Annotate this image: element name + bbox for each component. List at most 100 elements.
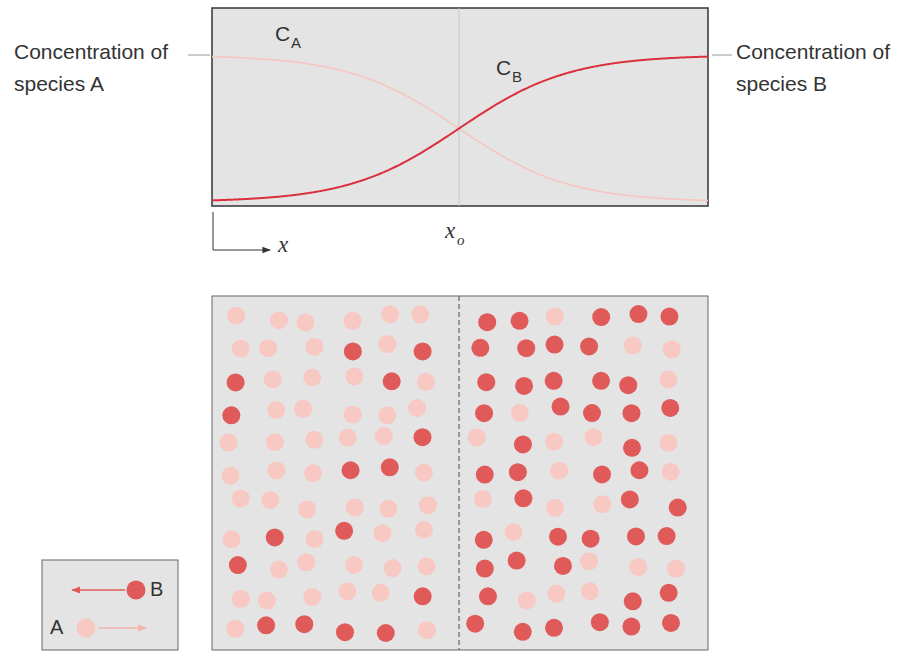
atom: [377, 624, 395, 642]
axis-tick: [213, 212, 214, 250]
atom: [384, 559, 402, 577]
curve-subscript: B: [512, 69, 522, 86]
atom: [550, 462, 568, 480]
atom: [336, 623, 354, 641]
atom: [475, 531, 493, 549]
atom: [581, 582, 599, 600]
atom: [222, 406, 240, 424]
atom: [232, 340, 250, 358]
atom: [514, 489, 532, 507]
legend-arrow: [98, 627, 146, 629]
atom: [580, 552, 598, 570]
atom: [298, 500, 316, 518]
atom: [667, 560, 685, 578]
atom: [552, 398, 570, 416]
atom: [303, 369, 321, 387]
atom: [222, 467, 240, 485]
atom: [662, 614, 680, 632]
legend-text: A: [50, 616, 63, 638]
atom: [266, 528, 284, 546]
atom: [582, 530, 600, 548]
atom: [413, 428, 431, 446]
leader-line: [712, 55, 732, 56]
atom: [259, 339, 277, 357]
atom: [297, 553, 315, 571]
atom: [624, 592, 642, 610]
atom: [303, 588, 321, 606]
atom: [474, 490, 492, 508]
position-label: x: [445, 218, 455, 243]
atom: [266, 433, 284, 451]
leader-line: [188, 55, 210, 56]
atom: [509, 463, 527, 481]
atom: [267, 461, 285, 479]
atom: [227, 373, 245, 391]
atom: [220, 434, 238, 452]
atom: [345, 556, 363, 574]
atom: [660, 584, 678, 602]
atom: [471, 339, 489, 357]
atom: [584, 428, 602, 446]
atom: [338, 582, 356, 600]
atom: [264, 370, 282, 388]
atom: [669, 499, 687, 517]
atom: [518, 591, 536, 609]
atom: [414, 587, 432, 605]
atom: [223, 530, 241, 548]
atom: [381, 458, 399, 476]
atom: [418, 557, 436, 575]
atom: [466, 615, 484, 633]
atom: [419, 496, 437, 514]
atom: [661, 399, 679, 417]
plot-frame: [212, 8, 708, 206]
atom: [545, 619, 563, 637]
atom: [295, 615, 313, 633]
axis-variable: x: [278, 232, 288, 257]
curve-label: C: [496, 56, 511, 79]
atom: [630, 461, 648, 479]
atom: [294, 400, 312, 418]
atom: [373, 524, 391, 542]
atom: [375, 427, 393, 445]
atom: [660, 308, 678, 326]
atom: [517, 339, 535, 357]
axis-label: Concentration of species A: [14, 36, 192, 99]
legend-text: B: [150, 578, 163, 600]
atom: [514, 435, 532, 453]
atom: [592, 372, 610, 390]
atom: [659, 370, 677, 388]
atom: [345, 367, 363, 385]
atom: [622, 404, 640, 422]
atom: [378, 406, 396, 424]
atom: [227, 307, 245, 325]
atom: [257, 616, 275, 634]
atom: [479, 587, 497, 605]
atom: [306, 530, 324, 548]
atom: [623, 439, 641, 457]
atom: [659, 434, 677, 452]
atom: [591, 613, 609, 631]
atom: [515, 377, 533, 395]
atom: [554, 557, 572, 575]
atom: [270, 311, 288, 329]
atom: [478, 313, 496, 331]
atom: [372, 584, 390, 602]
atom: [511, 312, 529, 330]
atom: [629, 305, 647, 323]
atom: [415, 521, 433, 539]
atom: [592, 308, 610, 326]
interface-dashed: [458, 296, 459, 650]
atom: [305, 338, 323, 356]
atom: [549, 528, 567, 546]
atom: [418, 621, 436, 639]
atom: [593, 465, 611, 483]
concentration-a-curve: [212, 57, 708, 201]
atom: [232, 590, 250, 608]
atom: [593, 495, 611, 513]
atom: [621, 490, 639, 508]
atom: [381, 305, 399, 323]
curve-subscript: A: [291, 35, 301, 52]
interface-line: [459, 8, 460, 206]
atom: [546, 307, 564, 325]
